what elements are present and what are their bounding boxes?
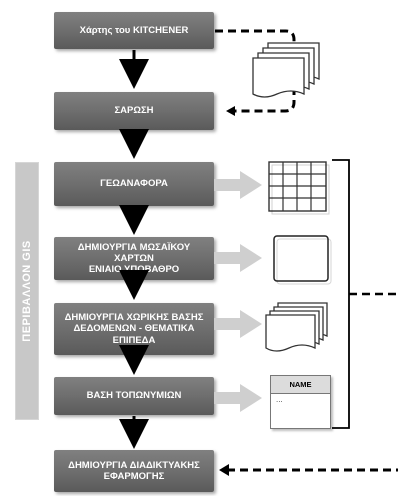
dashed-arrowhead-top [226, 106, 235, 116]
table-row-ellipsis: ... [276, 395, 283, 404]
dashed-connector-stack-to-scan [226, 87, 296, 113]
blank-map-icon [273, 235, 332, 285]
dashed-web-arrowhead [219, 464, 229, 476]
step-toponym-database: ΒΑΣΗ ΤΟΠΩΝΥΜΙΩΝ [54, 377, 214, 415]
gis-environment-band: ΠΕΡΙΒΑΛΛΟΝ GIS [15, 162, 39, 420]
step-scanning: ΣΑΡΩΣΗ [54, 92, 214, 130]
step-georeferencing: ΓΕΩΑΝΑΦΟΡΑ [54, 162, 214, 206]
grey-arrow-toponyms [214, 384, 262, 412]
step-kitchener-map: Χάρτης του KITCHENER [54, 12, 214, 49]
stacked-documents-icon [252, 42, 320, 98]
grey-arrow-mosaic [214, 244, 262, 272]
step-web-application: ΔΗΜΙΟΥΡΓΙΑ ΔΙΑΔΙΚΤΥΑΚΗΣ ΕΦΑΡΜΟΓΗΣ [54, 450, 214, 492]
dashed-connector-top-to-stack [215, 29, 296, 47]
table-header-name: NAME [271, 376, 330, 394]
gis-output-bracket [332, 159, 350, 429]
grey-arrow-georef [214, 171, 262, 199]
table-icon: NAME ... [270, 375, 331, 429]
grey-arrow-spatialdb [214, 310, 262, 338]
stacked-layers-icon [265, 302, 328, 352]
grid-map-icon [268, 161, 330, 215]
